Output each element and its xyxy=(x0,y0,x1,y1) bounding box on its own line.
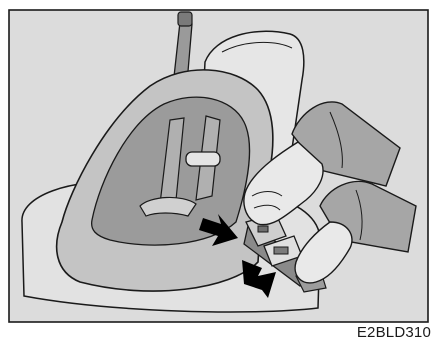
buckle-slot xyxy=(258,226,268,232)
figure-code: E2BLD310 xyxy=(357,324,431,341)
chest-clip xyxy=(186,152,220,166)
belt-anchor xyxy=(178,12,192,26)
buckle-button xyxy=(274,247,288,254)
harness-buckle xyxy=(140,197,196,216)
